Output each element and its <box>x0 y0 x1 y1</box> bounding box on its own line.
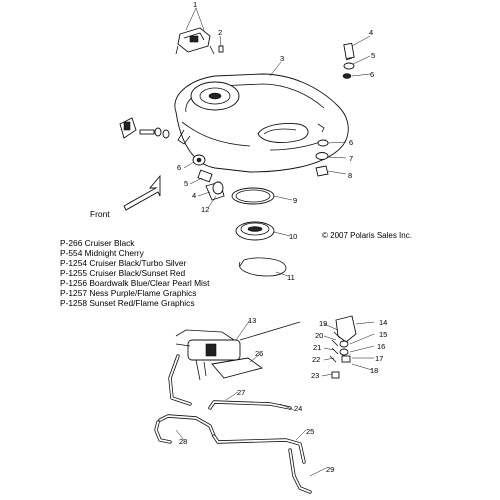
copyright-notice: © 2007 Polaris Sales Inc. <box>322 231 412 240</box>
callout-29: 29 <box>326 465 334 474</box>
paint-code-line: P-1258 Sunset Red/Flame Graphics <box>60 298 195 308</box>
petcock-hardware <box>192 154 225 201</box>
callout-22: 22 <box>312 355 320 364</box>
callout-23: 23 <box>311 371 319 380</box>
callout-9: 9 <box>293 196 297 205</box>
paint-code-list: P-266 Cruiser Black P-554 Midnight Cherr… <box>60 238 210 308</box>
callout-21: 21 <box>313 343 321 352</box>
callout-2: 2 <box>218 28 222 37</box>
callout-6: 6 <box>177 163 181 172</box>
callout-16: 16 <box>377 342 385 351</box>
paint-code-line: P-1257 Ness Purple/Flame Graphics <box>60 288 196 298</box>
callout-7: 7 <box>349 154 353 163</box>
front-direction-arrow <box>123 174 161 211</box>
fuel-tank <box>174 73 349 173</box>
callout-18: 18 <box>370 366 378 375</box>
fuel-cap-assembly <box>175 27 224 55</box>
callout-19: 19 <box>319 319 327 328</box>
callout-6: 6 <box>370 70 374 79</box>
callout-10: 10 <box>289 232 297 241</box>
callout-26: 26 <box>255 349 263 358</box>
fuel-pump-seals <box>231 187 287 277</box>
callout-14: 14 <box>379 318 387 327</box>
callout-12: 12 <box>201 205 209 214</box>
callout-27: 27 <box>237 388 245 397</box>
callout-1: 1 <box>193 0 197 9</box>
fuel-lines <box>154 321 312 494</box>
callout-6: 6 <box>349 138 353 147</box>
vent-hardware-top <box>342 42 355 79</box>
paint-code-line: P-554 Midnight Cherry <box>60 248 145 258</box>
fuel-pump-assembly <box>175 329 264 381</box>
paint-code-line: P-266 Cruiser Black <box>60 238 135 248</box>
callout-4: 4 <box>192 191 196 200</box>
callout-28: 28 <box>179 437 187 446</box>
callout-5: 5 <box>184 179 188 188</box>
callout-20: 20 <box>315 331 323 340</box>
callout-numbers: 1 2 3 4 5 6 6 7 8 6 5 4 12 9 10 11 13 14… <box>177 0 387 474</box>
front-label: Front <box>90 209 110 219</box>
callout-15: 15 <box>379 330 387 339</box>
pressure-regulator-assembly <box>329 315 357 379</box>
callout-13: 13 <box>248 316 256 325</box>
callout-11: 11 <box>287 273 295 282</box>
callout-8: 8 <box>348 171 352 180</box>
tank-mount-right <box>315 139 329 177</box>
callout-3: 3 <box>280 54 284 63</box>
callout-4: 4 <box>369 28 373 37</box>
paint-code-line: P-1254 Cruiser Black/Turbo Silver <box>60 258 187 268</box>
paint-code-line: P-1255 Cruiser Black/Sunset Red <box>60 268 186 278</box>
paint-code-line: P-1256 Boardwalk Blue/Clear Pearl Mist <box>60 278 210 288</box>
tank-mount-left <box>119 117 170 139</box>
callout-5: 5 <box>371 51 375 60</box>
callout-17: 17 <box>375 354 383 363</box>
callout-25: 25 <box>306 427 314 436</box>
callout-24: 24 <box>294 404 302 413</box>
leader-lines <box>175 7 375 477</box>
